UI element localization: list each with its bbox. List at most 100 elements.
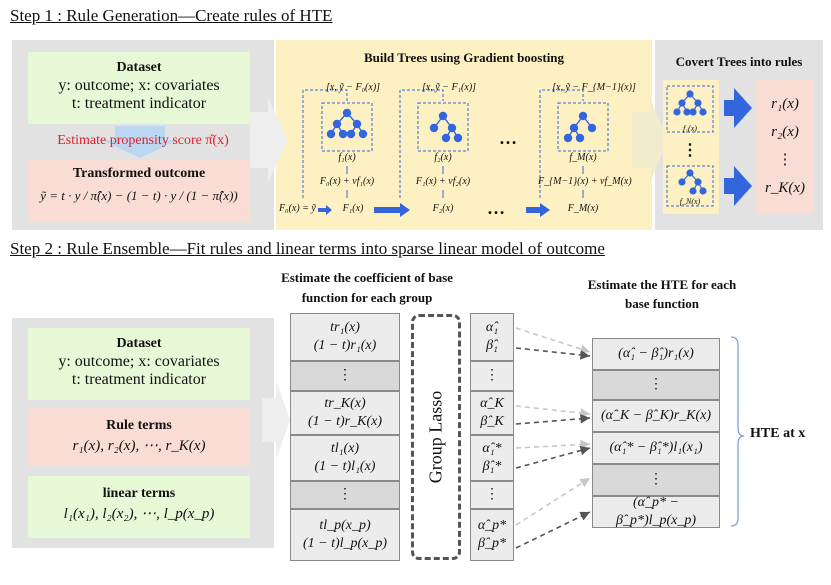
step1-title: Step 1 : Rule Generation—Create rules of… (10, 6, 333, 25)
step1-dataset-line-1: y: outcome; x: covariates (58, 77, 220, 94)
coef-cell-K: α̂_K β̂_K (470, 391, 514, 435)
coef-cell-l1: α̂₁* β̂₁* (470, 435, 514, 481)
rule-1: r₁(x) (771, 96, 799, 112)
hte-cell-l1-text: (α̂₁* − β̂₁*)l₁(x₁) (609, 440, 703, 455)
base-cell-vdots-1: ⋮ (290, 361, 400, 391)
arrow-alpha-K (515, 405, 591, 418)
transformed-formula: ỹ = t · y / π̂(x) − (1 − t) · y / (1 − π… (40, 188, 238, 203)
hte-cell-vdots-2: ⋮ (592, 464, 720, 496)
base-cell-l1-top: tl₁(x) (330, 441, 360, 456)
small-tree-name-1: f₁(x) (683, 124, 697, 133)
base-cell-l1: tl₁(x) (1 − t)l₁(x) (290, 435, 400, 481)
coef-beta-K: β̂_K (480, 414, 504, 429)
base-cell-l1-bottom: (1 − t)l₁(x) (314, 459, 376, 474)
arrow-alpha-star-p (515, 477, 591, 526)
trees-ellipsis: … (499, 128, 517, 148)
step1-dataset-line-2: t: treatment indicator (71, 95, 207, 112)
base-cell-K-top: tr_K(x) (324, 396, 366, 411)
arrow-beta-star-p (515, 511, 591, 549)
chain-ellipsis: … (487, 198, 505, 218)
base-cell-lp-bottom: (1 − t)l_p(x_p) (302, 536, 388, 551)
coef-alpha-star-p: α̂_p* (477, 518, 507, 533)
linear-terms-box: linear terms l₁(x₁), l₂(x₂), ⋯, l_p(x_p) (28, 476, 250, 538)
coef-alpha-1: α̂₁ (485, 320, 499, 335)
rule-K: r_K(x) (765, 180, 805, 196)
base-cell-K: tr_K(x) (1 − t)r_K(x) (290, 391, 400, 435)
coef-beta-star-p: β̂_p* (478, 536, 506, 551)
hte-cell-vdots-1-text: ⋮ (649, 377, 663, 392)
base-cell-vdots-2: ⋮ (290, 481, 400, 509)
rules-title: Covert Trees into rules (675, 54, 803, 69)
chain-node-2: F₂(x) (432, 203, 454, 214)
tree-update-2: F₁(x) + νf₂(x) (415, 176, 471, 187)
arrow-alpha-star-1 (515, 439, 591, 450)
step2-title: Step 2 : Rule Ensemble—Fit rules and lin… (10, 239, 605, 258)
linear-terms-title: linear terms (102, 486, 176, 501)
hte-cell-l1: (α̂₁* − β̂₁*)l₁(x₁) (592, 432, 720, 464)
group-lasso-box (411, 314, 461, 560)
hte-cell-1-text: (α̂₁ − β̂₁)r₁(x) (618, 346, 694, 361)
tree-input-1: [x, ỹ − F₀(x)] (325, 82, 381, 93)
tree-name-2: f₂(x) (434, 152, 452, 163)
small-trees-vdots: ⋮ (682, 142, 698, 159)
tree-update-M: F_{M−1}(x) + νf_M(x) (538, 176, 632, 187)
coef-alpha-star-1: α̂₁* (482, 441, 502, 456)
rule-terms-title: Rule terms (106, 418, 172, 433)
chain-start: F₀(x) = ỹ (279, 203, 316, 214)
hte-cell-K-text: (α̂_K − β̂_K)r_K(x) (600, 408, 712, 423)
hte-cell-1: (α̂₁ − β̂₁)r₁(x) (592, 338, 720, 370)
coef-beta-1: β̂₁ (486, 338, 498, 353)
coef-cell-1: α̂₁ β̂₁ (470, 313, 514, 361)
base-cell-lp-top: tl_p(x_p) (319, 518, 371, 533)
small-tree-name-N: f_N(x) (679, 197, 701, 206)
base-cell-vdots-1-text: ⋮ (338, 368, 352, 383)
rule-vdots: ⋮ (777, 152, 793, 168)
step2-dataset-box: Dataset y: outcome; x: covariates t: tre… (28, 328, 250, 400)
trees-panel (276, 40, 652, 230)
coef-alpha-K: α̂_K (480, 396, 504, 411)
arrow-beta-star-1 (515, 445, 591, 469)
hte-header: Estimate the HTE for each base function (587, 277, 737, 311)
coef-cell-vdots-1-text: ⋮ (485, 368, 499, 383)
coef-beta-star-1: β̂₁* (482, 459, 502, 474)
base-cell-vdots-2-text: ⋮ (338, 487, 352, 502)
hte-bracket (730, 336, 745, 527)
coef-cell-vdots-2-text: ⋮ (485, 487, 499, 502)
step2-dataset-title: Dataset (116, 336, 162, 351)
trees-title: Build Trees using Gradient boosting (363, 50, 565, 65)
hte-cell-vdots-2-text: ⋮ (649, 472, 663, 487)
coef-cell-lp: α̂_p* β̂_p* (470, 509, 514, 561)
hte-cell-K: (α̂_K − β̂_K)r_K(x) (592, 400, 720, 432)
hte-cell-vdots-1: ⋮ (592, 370, 720, 400)
linear-terms-formula: l₁(x₁), l₂(x₂), ⋯, l_p(x_p) (63, 506, 215, 522)
tree-input-M: [x, ỹ − F_{M−1}(x)] (552, 82, 636, 93)
tree-input-2: [x, ỹ − F₁(x)] (421, 82, 477, 93)
chain-node-1: F₁(x) (342, 203, 364, 214)
transformed-title: Transformed outcome (72, 166, 206, 181)
arrow-beta-1 (515, 347, 591, 360)
hte-label: HTE at x (750, 426, 806, 441)
coef-header: Estimate the coefficient of base functio… (281, 270, 453, 305)
rule-2: r₂(x) (771, 124, 799, 140)
chain-node-M: F_M(x) (567, 203, 599, 214)
rule-terms-formula: r₁(x), r₂(x), ⋯, r_K(x) (72, 438, 206, 454)
step1-dataset-box: Dataset y: outcome; x: covariates t: tre… (28, 52, 250, 124)
transformed-box: Transformed outcome ỹ = t · y / π̂(x) − … (28, 160, 250, 222)
hte-cell-lp: (α̂_p* − β̂_p*)l_p(x_p) (592, 495, 720, 528)
step2-dataset-line-1: y: outcome; x: covariates (58, 353, 220, 370)
tree-name-1: f₁(x) (338, 152, 356, 163)
arrow-beta-K (515, 413, 591, 425)
coef-cell-vdots-1: ⋮ (470, 361, 514, 391)
rule-terms-box: Rule terms r₁(x), r₂(x), ⋯, r_K(x) (28, 408, 250, 466)
step1-dataset-title: Dataset (116, 60, 162, 75)
propensity-label: Estimate propensity score π̂(x) (57, 133, 229, 148)
tree-update-1: F₀(x) + νf₁(x) (319, 176, 375, 187)
coef-cell-vdots-2: ⋮ (470, 481, 514, 509)
step2-dataset-line-2: t: treatment indicator (71, 371, 207, 388)
group-lasso-label: Group Lasso (425, 390, 446, 484)
base-cell-1: tr₁(x) (1 − t)r₁(x) (290, 313, 400, 361)
base-cell-K-bottom: (1 − t)r_K(x) (308, 414, 382, 429)
arrow-alpha-1 (515, 327, 591, 354)
base-cell-1-bottom: (1 − t)r₁(x) (313, 338, 377, 353)
base-cell-lp: tl_p(x_p) (1 − t)l_p(x_p) (290, 509, 400, 561)
